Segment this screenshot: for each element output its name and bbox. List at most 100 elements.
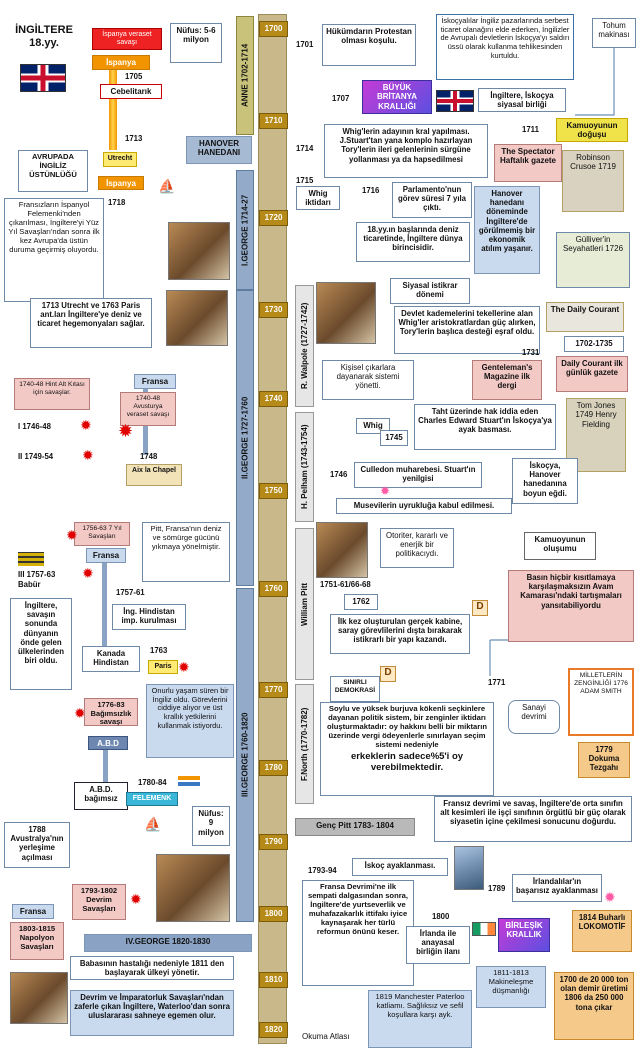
french-expulsion-note: Fransızların İspanyol Felemenki'nden çık… bbox=[4, 198, 104, 302]
explosion-icon-10: ✹ bbox=[604, 889, 616, 905]
french-revolution-effect: Fransız devrimi ve savaş, İngiltere'de o… bbox=[434, 796, 632, 842]
d-badge-1: D bbox=[472, 600, 488, 616]
year-1745-label: 1745 bbox=[380, 430, 408, 446]
austrian-succession-war: 1740-48 Avusturya veraset savaşı bbox=[120, 392, 176, 426]
france-label-3: Fransa bbox=[12, 904, 54, 919]
explosion-icon-7: ✹ bbox=[74, 705, 86, 721]
population-2: Nüfus: 9 milyon bbox=[192, 806, 230, 846]
france-connector-2 bbox=[102, 563, 107, 655]
explosion-icon-9: ✹ bbox=[380, 484, 391, 498]
reign-george3: III.GEORGE 1760-1820 bbox=[236, 588, 254, 922]
year-1757-label: 1757-61 bbox=[116, 588, 145, 597]
year-1790: 1790 bbox=[259, 834, 288, 850]
year-1789-label: 1789 bbox=[488, 884, 506, 893]
industrial-revolution: Sanayi devrimi bbox=[508, 700, 560, 734]
year-1750: 1750 bbox=[259, 483, 288, 499]
year-1810: 1810 bbox=[259, 972, 288, 988]
dutch-flag-stripe-1 bbox=[178, 776, 200, 780]
weaving-loom: 1779 Dokuma Tezgahı bbox=[578, 742, 630, 778]
year-1714-label: 1714 bbox=[296, 144, 314, 153]
limited-democracy-note: Soylu ve yüksek burjuva kökenli seçkinle… bbox=[320, 702, 494, 796]
title-line2: 18.yy. bbox=[29, 36, 59, 49]
page-title: İNGİLTERE 18.yy. bbox=[14, 24, 74, 49]
england-post-war: İngiltere, savaşın sonunda dünyanın önde… bbox=[10, 598, 72, 690]
year-1705-label: 1705 bbox=[125, 72, 143, 81]
spanish-succession-war: İspanya veraset savaşı bbox=[92, 28, 162, 50]
babur-label: Babür bbox=[18, 580, 41, 589]
hanover-economy: Hanover hanedanı döneminde İngiltere'de … bbox=[474, 186, 540, 274]
dutch-flag-stripe-2 bbox=[178, 782, 200, 786]
peterloo-massacre: 1819 Manchester Paterloo katliamı. Sağlı… bbox=[368, 990, 472, 1048]
year-1707-label: 1707 bbox=[332, 94, 350, 103]
aix-la-chapelle: Aix la Chapel bbox=[126, 464, 182, 486]
napoleonic-wars: 1803-1815 Napolyon Savaşları bbox=[10, 922, 64, 960]
explosion-icon-8: ✹ bbox=[130, 891, 142, 907]
daily-years: 1702-1735 bbox=[564, 336, 624, 352]
title-line1: İNGİLTERE bbox=[15, 24, 73, 36]
minister-young-pitt: Genç Pitt 1783- 1804 bbox=[295, 818, 415, 836]
spain-label-1: İspanya bbox=[92, 55, 150, 70]
explosion-icon-1: ✹ bbox=[80, 417, 92, 433]
year-1711-label: 1711 bbox=[522, 125, 539, 134]
patriotism-conservatism: Fransa Devrimi'ne ilk sempati dalgasında… bbox=[302, 880, 414, 986]
charles-stuart-claim: Taht üzerinde hak iddia eden Charles Edw… bbox=[414, 404, 556, 450]
australia-settlement: 1788 Avustralya'nın yerleşime açılması bbox=[4, 822, 70, 868]
ship-icon-1: ⛵ bbox=[158, 178, 176, 194]
british-india-empire: İng. Hindistan imp. kurulması bbox=[112, 604, 186, 630]
iron-production: 1700 de 20 000 ton olan demir üretimi 18… bbox=[554, 972, 634, 1040]
scottish-trade-note: İskoçyalılar İngiliz pazarlarında serbes… bbox=[436, 14, 574, 80]
whig-tory-support: Devlet kademelerini tekellerine alan Whi… bbox=[394, 306, 540, 354]
year-1731-label: 1731 bbox=[522, 348, 540, 357]
minister-pitt: William Pitt bbox=[295, 528, 314, 680]
england-scotland-union: İngiltere, İskoçya siyasal birliği bbox=[478, 88, 566, 112]
seed-drill: Tohum makinası bbox=[592, 18, 636, 48]
pitt-portrait bbox=[316, 522, 368, 578]
steam-locomotive: 1814 Buharlı LOKOMOTİF bbox=[572, 910, 632, 952]
king-portrait-2 bbox=[166, 290, 228, 346]
indian-subcontinent-wars: 1740-48 Hint Alt Kıtası için savaşlar. bbox=[14, 378, 90, 410]
gullivers-travels: Gülliver'in Seyahatleri 1726 bbox=[556, 232, 630, 288]
scottish-rising: İskoç ayaklanması. bbox=[352, 858, 448, 876]
year-1718-label: 1718 bbox=[108, 198, 126, 207]
minister-walpole: R. Walpole (1727-1742) bbox=[295, 285, 314, 407]
pitt-france-policy: Pitt, Fransa'nın deniz ve sömürge gücünü… bbox=[142, 522, 230, 582]
european-superiority: AVRUPADA İNGİLİZ ÜSTÜNLÜĞÜ bbox=[18, 150, 88, 192]
hanover-dynasty: HANOVER HANEDANI bbox=[186, 136, 252, 164]
reign-george1: I.GEORGE 1714-27 bbox=[236, 170, 254, 290]
walpole-portrait bbox=[316, 282, 376, 344]
babur-flag-icon bbox=[18, 552, 44, 566]
year-1730: 1730 bbox=[259, 302, 288, 318]
king-honorable-life: Onurlu yaşam süren bir İngiliz oldu. Gör… bbox=[146, 684, 234, 758]
ireland-union: İrlanda ile anayasal birliğin ilanı bbox=[406, 926, 470, 964]
maritime-trade: 18.yy.ın başlarında deniz ticaretinde, İ… bbox=[356, 222, 470, 262]
utrecht-label: Utrecht bbox=[103, 152, 137, 167]
protestant-condition: Hükümdarın Protestan olması koşulu. bbox=[322, 24, 416, 66]
daily-courant: Daily Courant ilk günlük gazete bbox=[556, 356, 628, 392]
year-1710: 1710 bbox=[259, 113, 288, 129]
pitt-character: Otoriter, kararlı ve enerjik bir politik… bbox=[380, 528, 454, 568]
first-cabinet: İlk kez oluşturulan gerçek kabine, saray… bbox=[330, 614, 470, 654]
usa-label: A.B.D bbox=[88, 736, 128, 750]
netherlands-label: FELEMENK bbox=[126, 792, 178, 806]
explosion-icon-6: ✹ bbox=[178, 659, 190, 675]
usa-independence: A.B.D. bağımsız bbox=[74, 782, 128, 810]
democracy-system-text: Soylu ve yüksek burjuva kökenli seçkinle… bbox=[327, 704, 487, 749]
year-1820: 1820 bbox=[259, 1022, 288, 1038]
ireland-flag-icon bbox=[472, 922, 496, 936]
explosion-icon-4: ✹ bbox=[66, 527, 78, 543]
united-kingdom: BİRLEŞİK KRALLIK bbox=[498, 918, 550, 952]
gentlemans-magazine: Genteleman's Magazine ilk dergi bbox=[472, 360, 542, 400]
usa-connector bbox=[103, 750, 108, 782]
canada-india: Kanada Hindistan bbox=[82, 646, 140, 672]
paris-label: Paris bbox=[148, 660, 178, 674]
war-2: II 1749-54 bbox=[18, 452, 54, 461]
year-1780-label: 1780-84 bbox=[138, 778, 167, 787]
year-1746-label: 1746 bbox=[330, 470, 348, 479]
year-1800: 1800 bbox=[259, 906, 288, 922]
waterloo-note: Devrim ve İmparatorluk Savaşları'ndan za… bbox=[70, 990, 234, 1036]
limited-democracy: SINIRLI DEMOKRASİ bbox=[330, 676, 380, 702]
king-portrait-george4 bbox=[10, 972, 68, 1024]
king-portrait-george3 bbox=[156, 854, 230, 922]
regency-note: Babasının hastalığı nedeniyle 1811 den b… bbox=[70, 956, 234, 980]
irish-rising: İrlandalılar'ın başarısız ayaklanması bbox=[512, 874, 602, 902]
